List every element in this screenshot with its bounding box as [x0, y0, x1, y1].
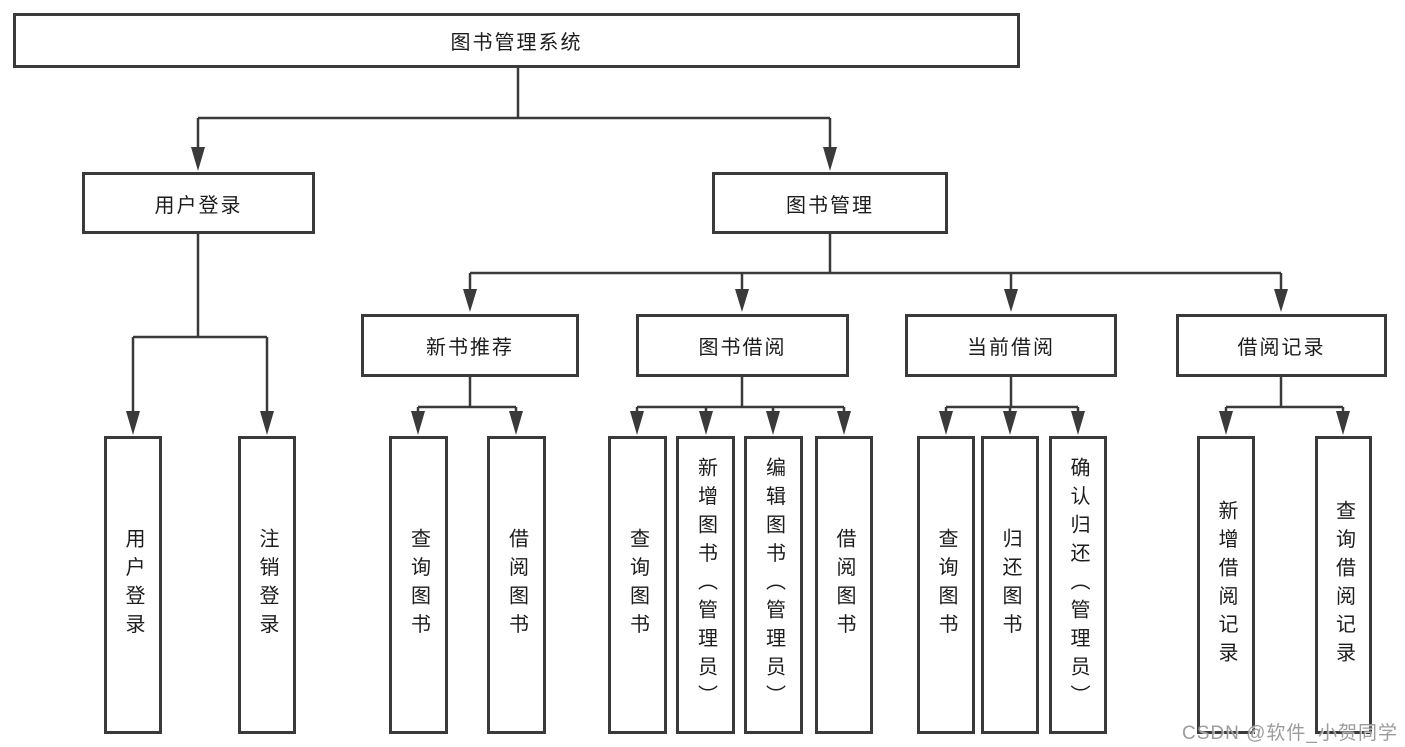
leaf-return-books: 归还图书	[981, 436, 1039, 734]
leaf-confirm-return-admin: 确认归还（管理员）	[1049, 436, 1107, 734]
node-borrow-records: 借阅记录	[1176, 314, 1387, 377]
leaf-borrow-books-recommend: 借阅图书	[487, 436, 546, 734]
leaf-query-books-current: 查询图书	[917, 436, 975, 734]
node-new-book-recommend: 新书推荐	[361, 314, 579, 377]
leaf-label: 借阅图书	[505, 528, 528, 642]
leaf-label: 归还图书	[999, 528, 1021, 642]
leaf-label: 查询图书	[626, 528, 649, 642]
leaf-label: 用户登录	[122, 528, 144, 642]
node-label: 图书管理系统	[450, 32, 583, 54]
node-book-borrow: 图书借阅	[636, 314, 849, 377]
leaf-logout: 注销登录	[238, 436, 296, 734]
node-label: 借阅记录	[1237, 337, 1326, 359]
leaf-label: 注销登录	[256, 528, 278, 642]
node-book-management: 图书管理	[712, 172, 948, 234]
leaf-label: 查询借阅记录	[1332, 499, 1355, 671]
leaf-label: 编辑图书（管理员）	[762, 457, 785, 713]
leaf-query-borrow-record: 查询借阅记录	[1315, 436, 1372, 734]
leaf-user-login: 用户登录	[104, 436, 162, 734]
node-current-borrow: 当前借阅	[905, 314, 1117, 377]
node-library-management-system: 图书管理系统	[13, 13, 1020, 68]
leaf-query-books-borrow: 查询图书	[608, 436, 667, 734]
leaf-edit-book-admin: 编辑图书（管理员）	[744, 436, 803, 734]
leaf-borrow-books: 借阅图书	[815, 436, 873, 734]
leaf-label: 借阅图书	[833, 528, 855, 642]
leaf-label: 确认归还（管理员）	[1067, 457, 1089, 713]
leaf-label: 查询图书	[407, 528, 430, 642]
leaf-query-books-recommend: 查询图书	[389, 436, 448, 734]
csdn-watermark: CSDN @软件_小贺同学	[1182, 723, 1398, 744]
node-label: 新书推荐	[426, 337, 514, 359]
leaf-add-book-admin: 新增图书（管理员）	[676, 436, 735, 734]
leaf-label: 查询图书	[935, 528, 957, 642]
node-label: 图书管理	[786, 194, 874, 217]
leaf-label: 新增借阅记录	[1215, 499, 1237, 671]
node-user-login: 用户登录	[82, 172, 315, 234]
node-label: 当前借阅	[967, 337, 1055, 359]
node-label: 用户登录	[154, 194, 243, 217]
leaf-label: 新增图书（管理员）	[694, 457, 717, 713]
node-label: 图书借阅	[698, 337, 787, 359]
leaf-add-borrow-record: 新增借阅记录	[1197, 436, 1255, 734]
